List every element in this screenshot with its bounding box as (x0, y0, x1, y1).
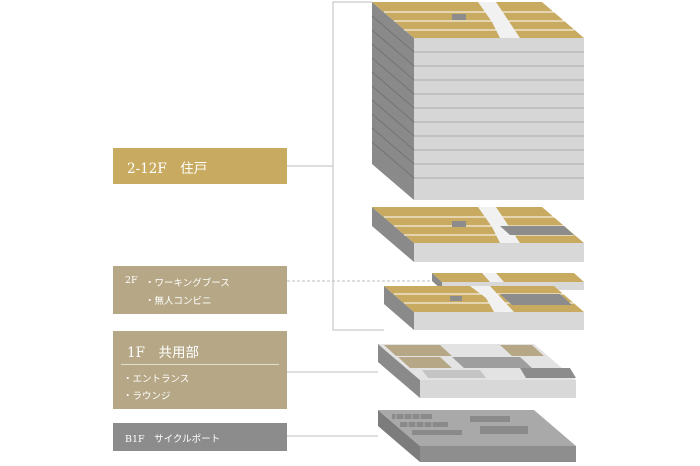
residential-block-front (414, 38, 584, 200)
floor-slab-2f (384, 286, 584, 330)
residential-block-top (372, 2, 584, 38)
floor-slab-a (372, 207, 584, 262)
label-2f: 2F ・ワーキングブース ・無人コンビニ (113, 266, 287, 314)
leader-line-residence (287, 1, 372, 167)
label-2f-item-2: ・無人コンビニ (145, 296, 212, 307)
label-b1f: B1F サイクルポート (113, 423, 287, 451)
floor-slab-b1f (378, 410, 576, 462)
label-1f-divider (121, 364, 279, 365)
label-1f-title: 1F 共用部 (127, 345, 199, 361)
label-residence: 2-12F 住戸 (113, 148, 287, 184)
residential-core-room (452, 14, 466, 20)
leader-line-residence-lower (332, 166, 384, 331)
leader-lines (287, 1, 432, 437)
label-1f-item-2: ・ラウンジ (123, 391, 171, 402)
label-residence-title: 2-12F 住戸 (127, 161, 208, 177)
label-b1f-title: B1F サイクルポート (125, 434, 221, 445)
residential-block (371, 2, 584, 200)
label-1f: 1F 共用部 ・エントランス ・ラウンジ (113, 331, 287, 409)
label-2f-item-1: ・ワーキングブース (145, 278, 230, 289)
label-2f-title: 2F (125, 275, 138, 286)
floor-slab-1f (378, 344, 576, 398)
label-1f-item-1: ・エントランス (123, 374, 190, 385)
residential-core (478, 2, 520, 38)
